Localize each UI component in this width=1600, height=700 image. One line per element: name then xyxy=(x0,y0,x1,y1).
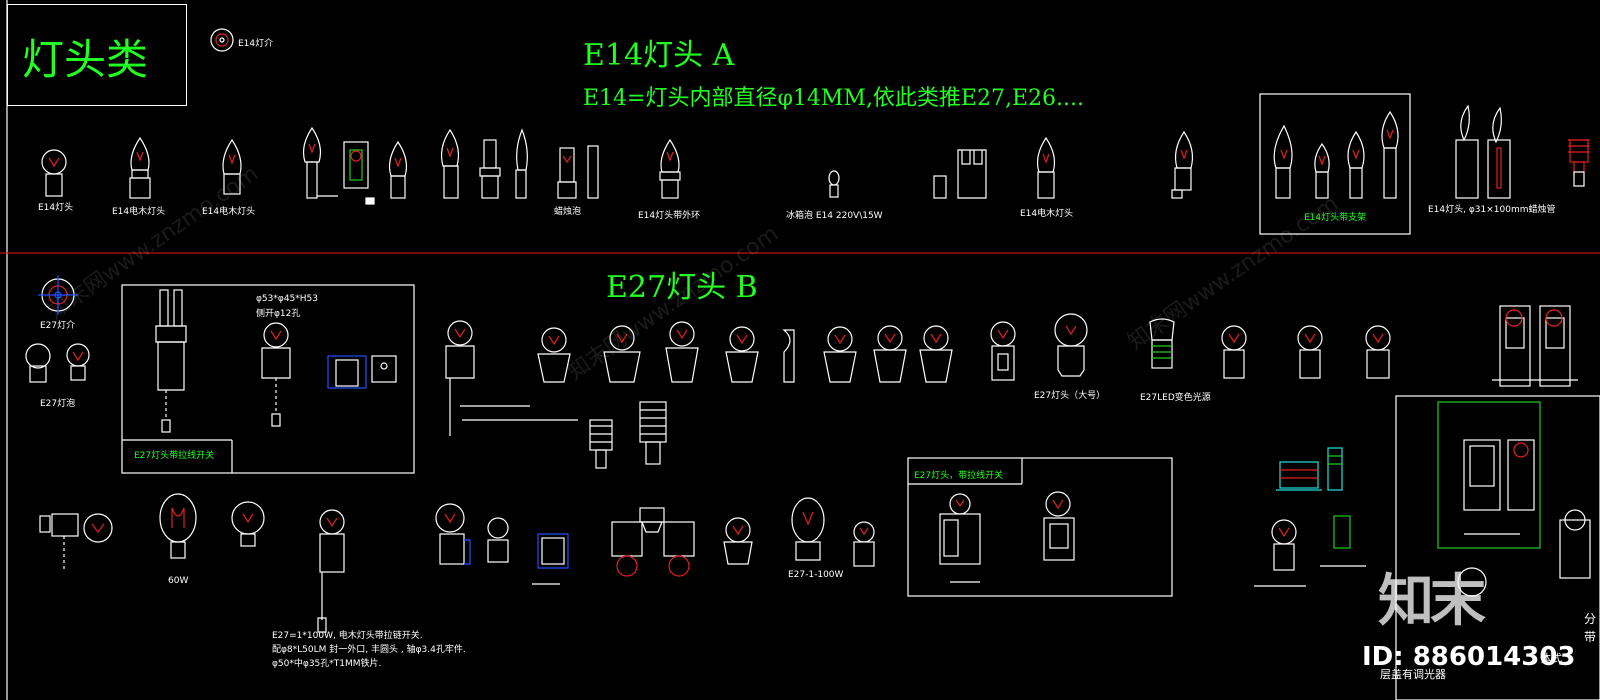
e14-bakelite-socket-icon xyxy=(222,138,242,195)
section-b-title: E27灯头 B xyxy=(606,270,758,305)
e27-wall-socket-icon xyxy=(1492,305,1578,387)
e14-bakelite-socket-icon xyxy=(129,136,151,199)
section-a-subtitle: E14=灯头内部直径φ14MM,依此类推E27,E26.... xyxy=(583,86,1085,111)
label-e14-bakelite: E14电木灯头 xyxy=(112,207,166,217)
label-e27-pull-switch: E27灯头带拉线开关 xyxy=(134,451,215,461)
label-e27-led: E27LED变色光源 xyxy=(1140,393,1211,403)
category-title-box xyxy=(7,4,187,106)
wall-mounted-socket-icon xyxy=(1457,439,1591,597)
label-bulb-60w: 60W xyxy=(168,576,189,586)
label-bottom-partial: 层盖有调光器 xyxy=(1380,668,1446,681)
candle-bulb-icon xyxy=(440,128,528,199)
label-e14-bakelite: E14电木灯头 xyxy=(1020,209,1074,219)
pull-switch-socket-icon xyxy=(155,289,397,433)
label-e27-spec: E27-1-100W xyxy=(788,570,844,580)
label-e27-switch-box: E27灯头，带拉线开关 xyxy=(914,471,1004,481)
label-candle-bulb: 蜡烛泡 xyxy=(554,207,582,217)
pull-chain-socket-icon xyxy=(39,513,113,570)
e27-socket-icon xyxy=(723,517,753,565)
e27-large-socket-icon xyxy=(1054,313,1088,377)
bulb-a19-icon xyxy=(791,497,875,567)
switch-socket-icon xyxy=(939,491,1075,583)
label-e27-bulb: E27灯泡 xyxy=(40,399,76,409)
label-e14-socket: E14灯头 xyxy=(38,203,74,213)
label-e14-outer-ring: E14灯头带外环 xyxy=(638,211,701,221)
right-group-frame xyxy=(1395,395,1600,700)
pull-switch-group-frame xyxy=(121,284,415,474)
e14-socket-icon xyxy=(41,149,67,197)
e27-bulb-icon xyxy=(25,343,90,383)
e27-socket-icon xyxy=(435,503,569,585)
e14-bakelite-socket-icon xyxy=(1036,136,1056,199)
label-e14-bracket: E14灯头带支架 xyxy=(1304,213,1367,223)
image-id-label: ID: 886014303 xyxy=(1362,642,1576,672)
cyan-socket-icon xyxy=(1276,447,1343,491)
description-line-3: φ50*中φ35孔*T1MM铁片. xyxy=(272,659,382,669)
e14-bracket-socket-icon xyxy=(1171,130,1194,199)
section-a-title: E14灯头 A xyxy=(583,38,735,73)
bulb-60w-icon xyxy=(159,493,265,559)
e27-led-icon xyxy=(1149,318,1175,369)
label-e14-intro: E14灯介 xyxy=(238,39,274,49)
label-integrated: 体式 xyxy=(1540,652,1562,665)
pull-chain-socket-icon xyxy=(317,509,345,633)
fridge-bulb-icon xyxy=(828,170,840,198)
label-split: 带 xyxy=(1584,630,1597,644)
e14-candle-tube-icon xyxy=(1455,104,1511,199)
label-e14-tube: E14灯头, φ31×100mm蜡烛管 xyxy=(1428,205,1556,215)
label-e27-large: E27灯头（大号） xyxy=(1034,391,1106,401)
energy-saving-bulb-icon xyxy=(1568,139,1590,187)
candle-bulb-icon xyxy=(557,145,599,199)
label-e27-intro: E27灯介 xyxy=(40,321,76,331)
e27-socket-icon xyxy=(1254,515,1366,587)
e14-symbol-icon xyxy=(210,28,234,52)
description-line-1: E27=1*100W, 电木灯头带拉链开关. xyxy=(272,631,423,641)
e14-outer-ring-icon xyxy=(659,138,681,199)
e27-socket-icon xyxy=(537,321,1016,383)
label-e27-side-hole: 侧开φ12孔 xyxy=(256,309,301,319)
e27-socket-icon xyxy=(445,320,578,436)
candle-bulb-icon xyxy=(302,126,408,205)
e14-socket-icon xyxy=(933,149,987,199)
switch-box-frame xyxy=(907,457,1173,597)
label-e27-size: φ53*φ45*H53 xyxy=(256,294,318,304)
watermark-logo: 知末 xyxy=(1378,569,1486,634)
e14-bracket-socket-icon xyxy=(1273,110,1399,199)
category-title: 灯头类 xyxy=(22,35,149,84)
label-fridge-bulb: 冰箱泡 E14 220V\15W xyxy=(786,211,883,221)
bracket-group-frame xyxy=(1259,93,1411,235)
e27-socket-icon xyxy=(1221,325,1391,379)
twin-socket-icon xyxy=(611,507,695,577)
energy-saving-spiral-icon xyxy=(589,401,667,469)
description-line-2: 配φ8*L50LM 封一外口, 丰圆头 , 轴φ3.4孔牢件. xyxy=(272,645,466,655)
label-split: 分 xyxy=(1584,612,1597,626)
label-e14-bakelite: E14电木灯头 xyxy=(202,207,256,217)
